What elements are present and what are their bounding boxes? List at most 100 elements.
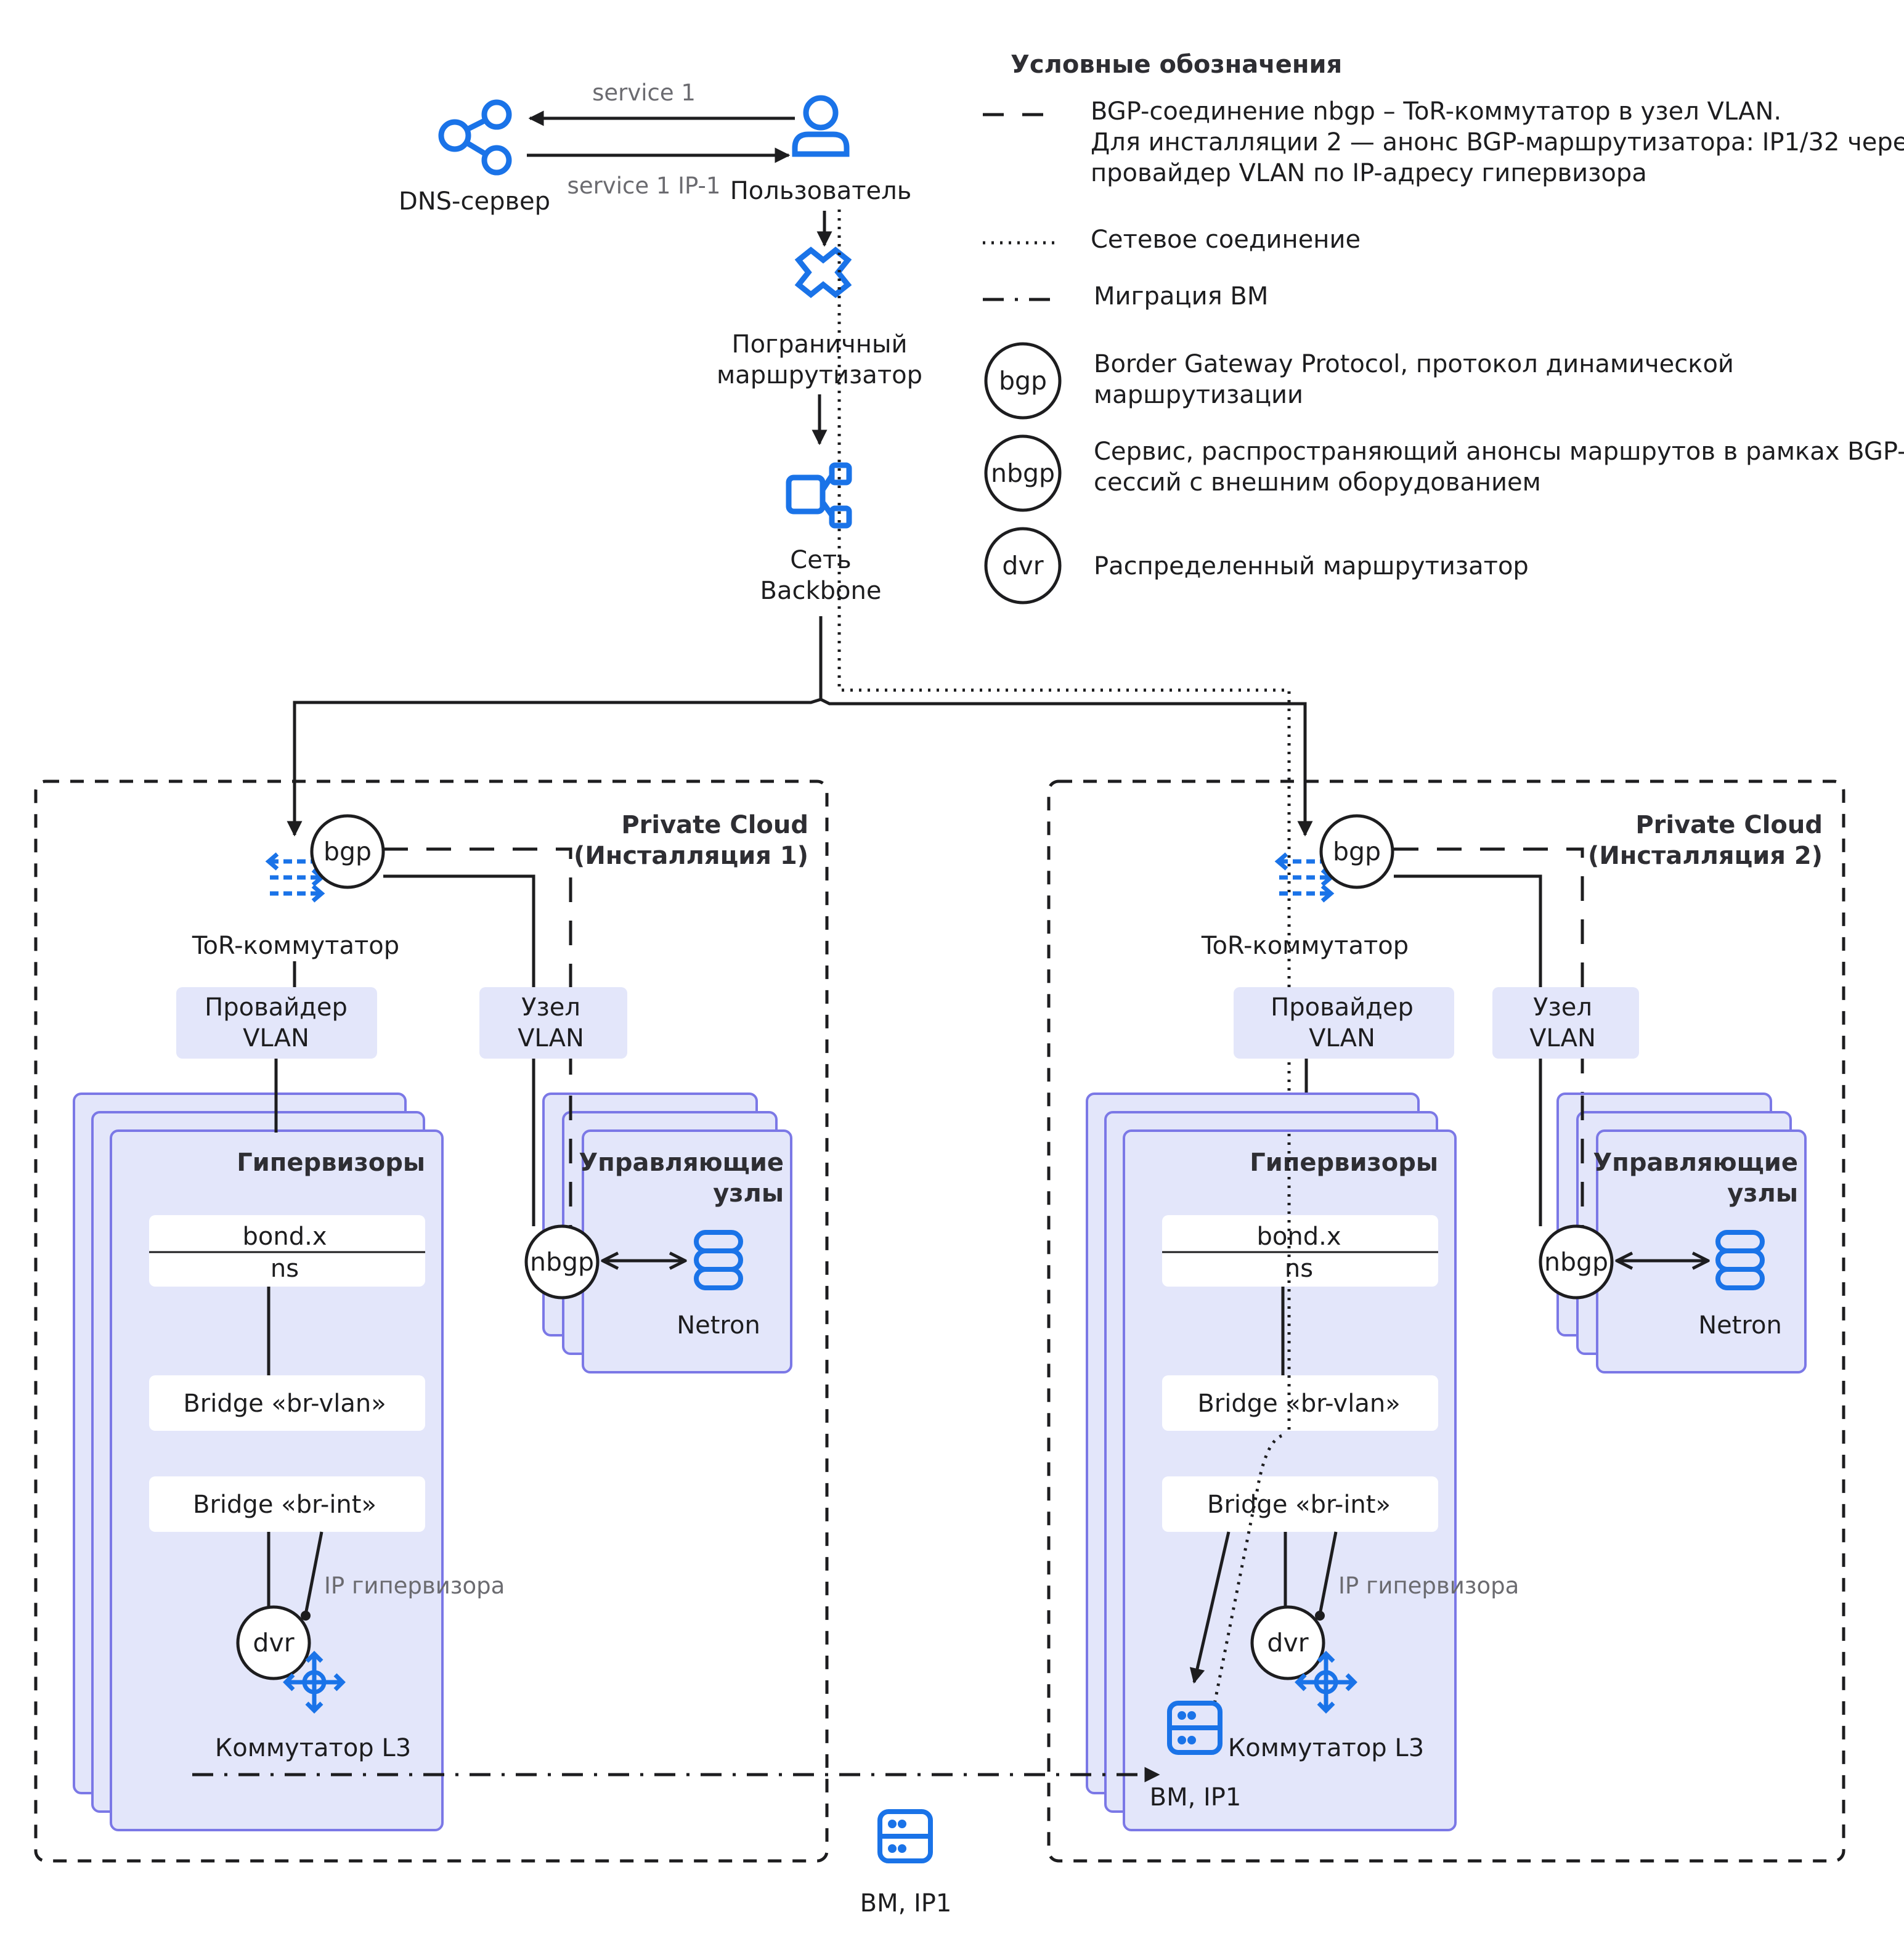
hvip-dot-1 bbox=[301, 1611, 311, 1621]
bond-ns-box-2 bbox=[1162, 1215, 1438, 1287]
backbone-label-2: Backbone bbox=[760, 577, 882, 605]
node-vlan-2-label-2: VLAN bbox=[1529, 1024, 1596, 1052]
provider-vlan-2 bbox=[1234, 987, 1454, 1059]
bgp-circle-1 bbox=[310, 814, 385, 889]
br-vlan-2-label: Bridge «br-vlan» bbox=[1197, 1390, 1400, 1418]
vm-bottom-label: ВМ, IP1 bbox=[860, 1889, 952, 1918]
legend-dvr-desc: Распределенный маршрутизатор bbox=[1094, 552, 1529, 580]
dvr-circle-2 bbox=[1250, 1605, 1325, 1680]
switch-arrows-icon bbox=[1274, 852, 1335, 903]
dns-server: DNS-сервер bbox=[399, 99, 550, 216]
nbgp-circle-1 bbox=[524, 1224, 600, 1300]
cloud2-title: Private Cloud bbox=[1635, 811, 1823, 839]
cloud1-title: Private Cloud bbox=[621, 811, 808, 839]
l3-switch-icon-2 bbox=[1295, 1651, 1357, 1714]
router-icon bbox=[794, 246, 852, 298]
node-vlan-2-label: Узел bbox=[1533, 993, 1592, 1022]
provider-vlan-2-label: Провайдер bbox=[1271, 993, 1414, 1022]
l3-switch-2-label: Коммутатор L3 bbox=[1228, 1734, 1424, 1762]
tor2-label: ToR-коммутатор bbox=[1201, 932, 1409, 960]
vm-server-icon-2 bbox=[1167, 1701, 1223, 1755]
hv-ip-2-label: IP гипервизора bbox=[1338, 1573, 1519, 1599]
link-backbone-to-tor1 bbox=[287, 616, 823, 837]
node-vlan-1 bbox=[479, 987, 627, 1059]
legend-bgp-desc: Border Gateway Protocol, протокол динами… bbox=[1094, 350, 1734, 378]
provider-vlan-2-label-2: VLAN bbox=[1309, 1024, 1375, 1052]
hypervisors-2-title: Гипервизоры bbox=[1250, 1149, 1438, 1177]
bgp-label-1: bgp bbox=[323, 837, 372, 866]
user: Пользователь bbox=[730, 95, 912, 205]
control-nodes-2-title-2: узлы bbox=[1727, 1179, 1798, 1208]
l3-switch-1-label: Коммутатор L3 bbox=[215, 1734, 411, 1762]
tor-switch-2: ToR-коммутатор bbox=[1201, 852, 1409, 960]
node-vlan-1-label: Узел bbox=[521, 993, 580, 1022]
nbgp-1-label: nbgp bbox=[530, 1247, 594, 1277]
br-int-1 bbox=[149, 1476, 425, 1532]
share-network-icon bbox=[438, 99, 512, 176]
legend-title: Условные обозначения bbox=[1011, 51, 1342, 79]
cloud2-subtitle: (Инсталляция 2) bbox=[1588, 842, 1823, 870]
legend-bgp-line-text-3: провайдер VLAN по IP-адресу гипервизора bbox=[1091, 159, 1647, 187]
border-router: Пограничный маршрутизатор bbox=[717, 246, 922, 389]
border-router-label: Пограничный bbox=[732, 330, 908, 359]
backbone-label: Сеть bbox=[790, 546, 851, 574]
legend-bgp-line-text-2: Для инсталляции 2 — анонс BGP-маршрутиза… bbox=[1091, 128, 1904, 157]
dvr-2-label: dvr bbox=[1267, 1628, 1308, 1658]
backbone: Сеть Backbone bbox=[760, 462, 882, 605]
dotted-network-path bbox=[837, 210, 1291, 1232]
legend-migration-text: Миграция ВМ bbox=[1094, 282, 1268, 311]
dns-label: DNS-сервер bbox=[399, 187, 550, 216]
legend-dvr-circle bbox=[984, 527, 1062, 604]
legend-bgp-line-text: BGP-соединение nbgp – ToR-коммутатор в у… bbox=[1091, 97, 1781, 126]
bgp-label-2: bgp bbox=[1333, 837, 1381, 866]
brint-to-vm-arrow-2 bbox=[1189, 1531, 1231, 1684]
nbgp-circle-2 bbox=[1539, 1224, 1614, 1300]
node-vlan-1-label-2: VLAN bbox=[518, 1024, 584, 1052]
control-nodes-2-title: Управляющие bbox=[1593, 1149, 1798, 1177]
provider-vlan-1-label: Провайдер bbox=[205, 993, 348, 1022]
private-cloud-2-boundary bbox=[1047, 779, 1845, 1863]
dvr-1-label: dvr bbox=[253, 1628, 294, 1658]
provider-vlan-1-label-2: VLAN bbox=[243, 1024, 309, 1052]
dotted-network-path-vm bbox=[1212, 1134, 1291, 1707]
service-request-label: service 1 bbox=[592, 79, 696, 106]
netron-2-label: Netron bbox=[1698, 1311, 1782, 1340]
legend-nbgp-symbol: nbgp bbox=[991, 458, 1055, 488]
br-vlan-1-label: Bridge «br-vlan» bbox=[183, 1390, 386, 1418]
hv-ip-1-label: IP гипервизора bbox=[324, 1573, 505, 1599]
legend: Условные обозначения BGP-соединение nbgp… bbox=[983, 51, 1904, 604]
database-icon-2 bbox=[1715, 1230, 1765, 1290]
dvr-circle-1 bbox=[236, 1605, 311, 1680]
netron-1-label: Netron bbox=[677, 1311, 760, 1340]
br-int-2-label: Bridge «br-int» bbox=[1207, 1491, 1391, 1519]
vm-server-icon-bottom bbox=[877, 1809, 933, 1863]
bond-2-label: bond.x bbox=[1257, 1223, 1341, 1251]
tor1-label: ToR-коммутатор bbox=[192, 932, 399, 960]
user-label: Пользователь bbox=[730, 177, 912, 205]
backbone-network-icon bbox=[786, 462, 852, 529]
ns-1-label: ns bbox=[271, 1255, 299, 1283]
node-vlan-2 bbox=[1492, 987, 1639, 1059]
legend-dvr-symbol: dvr bbox=[1002, 551, 1043, 580]
link-backbone-to-tor2 bbox=[820, 698, 1313, 837]
tor-switch-1: ToR-коммутатор bbox=[192, 852, 399, 960]
br-int-1-label: Bridge «br-int» bbox=[193, 1491, 376, 1519]
br-int-2 bbox=[1162, 1476, 1438, 1532]
brint-to-hvip-2 bbox=[1318, 1531, 1338, 1615]
bond-ns-box-1 bbox=[149, 1215, 425, 1287]
cloud1-subtitle: (Инсталляция 1) bbox=[574, 842, 808, 870]
database-icon-1 bbox=[694, 1230, 743, 1290]
l3-switch-icon-1 bbox=[283, 1651, 346, 1714]
legend-bgp-symbol: bgp bbox=[999, 366, 1047, 396]
br-vlan-2 bbox=[1162, 1375, 1438, 1431]
brint-to-hvip-1 bbox=[304, 1531, 323, 1615]
private-cloud-1-boundary bbox=[34, 779, 829, 1863]
service-response-label: service 1 IP-1 bbox=[568, 173, 721, 199]
bgp-circle-2 bbox=[1319, 814, 1394, 889]
legend-network-text: Сетевое соединение bbox=[1091, 226, 1361, 254]
br-vlan-1 bbox=[149, 1375, 425, 1431]
legend-nbgp-desc: Сервис, распространяющий анонсы маршруто… bbox=[1094, 437, 1904, 466]
user-icon bbox=[792, 95, 850, 157]
ns-2-label: ns bbox=[1285, 1255, 1313, 1283]
legend-nbgp-circle bbox=[984, 434, 1062, 512]
